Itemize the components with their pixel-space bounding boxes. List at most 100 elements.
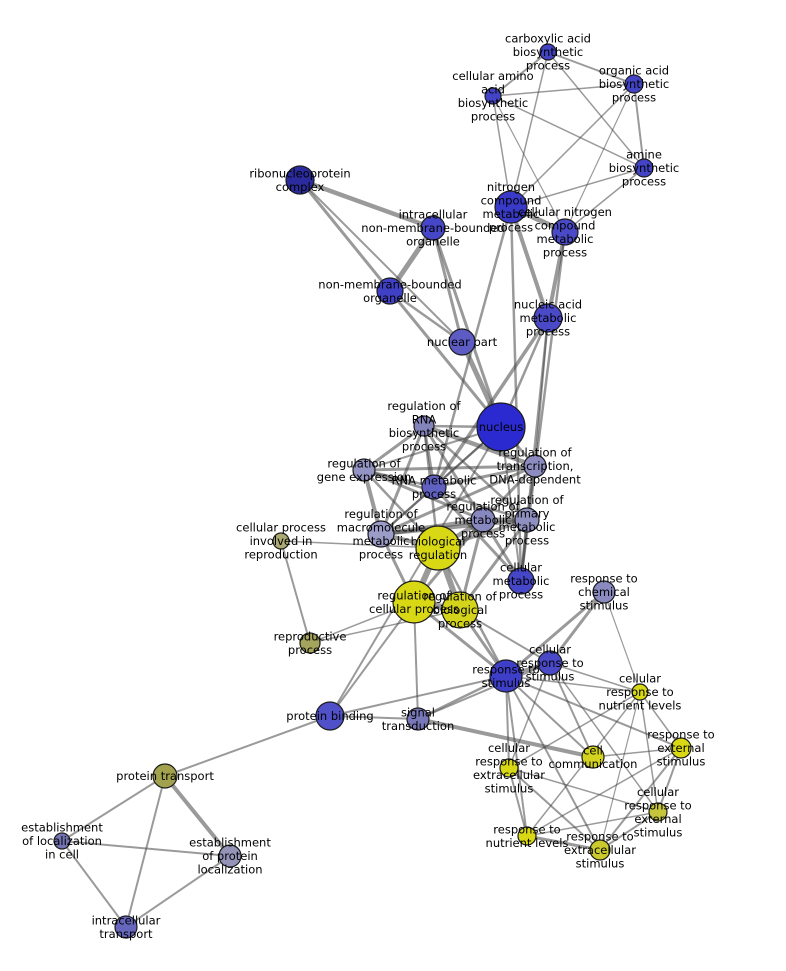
graph-node-rna-metabolic[interactable] (421, 474, 447, 500)
graph-node-protein-binding[interactable] (315, 701, 345, 731)
graph-edge-carboxylic-acid-biosynthetic--organic-acid-biosynthetic (547, 51, 635, 85)
graph-edge-nmb-organelle--nuclear-part (388, 289, 464, 344)
graph-node-regulation-macromolecule-metabolic[interactable] (367, 520, 395, 548)
graph-node-nuclear-part[interactable] (448, 328, 476, 356)
graph-edge-regulation-rna-biosynthetic--regulation-primary-metabolic (422, 424, 529, 522)
graph-edge-response-stimulus--response-extracellular-stimulus (505, 675, 601, 851)
graph-node-regulation-biological-process[interactable] (441, 591, 479, 629)
graph-node-cellular-response-stimulus[interactable] (537, 650, 563, 676)
graph-node-nmb-organelle[interactable] (376, 277, 404, 305)
graph-edge-amine-biosynthetic--cellular-nitrogen-compound-metabolic (564, 167, 645, 233)
graph-node-regulation-rna-biosynthetic[interactable] (413, 415, 435, 437)
graph-node-response-stimulus[interactable] (489, 659, 523, 693)
graph-node-biological-regulation[interactable] (415, 525, 461, 571)
graph-node-ribonucleoprotein-complex[interactable] (285, 165, 315, 195)
graph-edge-response-nutrient-levels--cellular-response-external-stimulus (526, 811, 659, 837)
graph-node-nucleus[interactable] (476, 402, 526, 452)
graph-edge-response-stimulus--response-chemical-stimulus (504, 590, 606, 678)
graph-edge-cellular-response-stimulus--cellular-response-extracellular-stimulus (508, 662, 551, 769)
graph-node-cellular-response-nutrient-levels[interactable] (631, 683, 649, 701)
graph-node-carboxylic-acid-biosynthetic[interactable] (539, 43, 557, 61)
graph-edge-response-external-stimulus--response-nutrient-levels (526, 747, 682, 837)
graph-edge-cellular-amino-acid-biosynthetic--nitrogen-compound-metabolic (492, 95, 512, 208)
graph-edge-intracellular-nmb-organelle--nuclear-part (431, 226, 464, 344)
graph-node-amine-biosynthetic[interactable] (634, 158, 654, 178)
graph-edge-protein-transport--intracellular-transport (125, 775, 166, 928)
graph-edge-cellular-process-reproduction--reproductive-process (280, 540, 311, 644)
graph-edge-nmb-organelle--nucleus (388, 289, 503, 429)
graph-edge-response-nutrient-levels--response-extracellular-stimulus (525, 834, 602, 852)
graph-edge-cellular-amino-acid-biosynthetic--amine-biosynthetic (492, 95, 645, 169)
graph-node-signal-transduction[interactable] (406, 707, 430, 731)
graph-edge-cellular-response-stimulus--response-chemical-stimulus (548, 590, 606, 665)
graph-edge-protein-binding--protein-transport (164, 715, 331, 777)
graph-node-nitrogen-compound-metabolic[interactable] (494, 190, 528, 224)
graph-edge-nitrogen-compound-metabolic--nucleic-acid-metabolic (509, 205, 550, 320)
graph-node-response-external-stimulus[interactable] (670, 737, 692, 759)
graph-edge-intracellular-nmb-organelle--nucleus (431, 226, 503, 429)
graph-edge-response-chemical-stimulus--cellular-response-nutrient-levels (603, 591, 641, 693)
graph-edge-cellular-response-stimulus--signal-transduction (417, 662, 551, 720)
graph-edge-carboxylic-acid-biosynthetic--nitrogen-compound-metabolic (510, 51, 549, 208)
graph-edge-cellular-amino-acid-biosynthetic--cellular-nitrogen-compound-metabolic (492, 95, 566, 233)
graph-edge-response-external-stimulus--cellular-response-external-stimulus (657, 747, 682, 813)
graph-node-regulation-metabolic[interactable] (470, 507, 496, 533)
graph-node-response-chemical-stimulus[interactable] (592, 580, 616, 604)
graph-node-intracellular-nmb-organelle[interactable] (420, 215, 446, 241)
graph-edge-cellular-response-extracellular-stimulus--cellular-response-external-stimulus (508, 767, 659, 813)
graph-edge-protein-transport--establishment-localization-in-cell (61, 775, 166, 842)
graph-edge-cellular-process-reproduction--biological-regulation (280, 540, 439, 549)
graph-node-establishment-protein-localization[interactable] (218, 844, 242, 868)
graph-node-regulation-gene-expression[interactable] (352, 458, 376, 482)
graph-edge-regulation-rna-biosynthetic--regulation-transcription-dna (421, 423, 538, 469)
graph-edge-cellular-amino-acid-biosynthetic--organic-acid-biosynthetic (492, 83, 635, 97)
graph-node-cellular-metabolic[interactable] (507, 567, 535, 595)
graph-edge-protein-binding--nucleus (329, 426, 502, 717)
graph-edge-response-stimulus--response-nutrient-levels (505, 675, 528, 837)
graph-edge-cellular-response-extracellular-stimulus--response-nutrient-levels (508, 767, 528, 837)
graph-node-regulation-cellular-process[interactable] (392, 580, 436, 624)
graph-node-intracellular-transport[interactable] (114, 915, 138, 939)
graph-node-cellular-nitrogen-compound-metabolic[interactable] (551, 218, 579, 246)
graph-node-regulation-primary-metabolic[interactable] (514, 507, 540, 533)
graph-node-response-nutrient-levels[interactable] (517, 826, 537, 846)
graph-edge-cellular-response-stimulus--cell-communication (549, 662, 594, 758)
graph-node-cellular-amino-acid-biosynthetic[interactable] (484, 87, 502, 105)
graph-node-cellular-response-external-stimulus[interactable] (648, 802, 668, 822)
graph-node-cell-communication[interactable] (581, 745, 605, 769)
graph-node-reproductive-process[interactable] (299, 632, 321, 654)
graph-node-cellular-process-reproduction[interactable] (272, 532, 290, 550)
graph-edge-nucleic-acid-metabolic--regulation-transcription-dna (534, 317, 549, 467)
graph-node-regulation-transcription-dna[interactable] (523, 454, 547, 478)
graph-edge-protein-binding--signal-transduction (329, 715, 419, 720)
graph-edge-response-extracellular-stimulus--cellular-response-external-stimulus (599, 811, 659, 851)
graph-edge-response-stimulus--cell-communication (505, 675, 594, 758)
graph-node-nucleic-acid-metabolic[interactable] (533, 303, 563, 333)
graph-edge-cellular-response-nutrient-levels--response-external-stimulus (639, 691, 682, 749)
graph-node-organic-acid-biosynthetic[interactable] (624, 74, 644, 94)
graph-edge-organic-acid-biosynthetic--amine-biosynthetic (633, 83, 645, 169)
graph-edge-ribonucleoprotein-complex--intracellular-nmb-organelle (297, 177, 436, 231)
graph-node-response-extracellular-stimulus[interactable] (589, 839, 611, 861)
graph-edge-carboxylic-acid-biosynthetic--amine-biosynthetic (547, 51, 645, 169)
graph-edge-response-stimulus--response-external-stimulus (505, 675, 682, 749)
graph-edge-response-external-stimulus--cell-communication (592, 747, 682, 758)
graph-edge-organic-acid-biosynthetic--nitrogen-compound-metabolic (510, 83, 635, 208)
graph-edge-cellular-response-nutrient-levels--response-nutrient-levels (526, 691, 641, 837)
graph-node-cellular-response-extracellular-stimulus[interactable] (499, 758, 519, 778)
graph-edge-reproductive-process--regulation-biological-process (309, 609, 461, 644)
graph-edge-cellular-response-extracellular-stimulus--response-extracellular-stimulus (508, 767, 601, 851)
graph-edge-response-external-stimulus--response-extracellular-stimulus (599, 747, 682, 851)
graph-edge-cell-communication--signal-transduction (416, 717, 595, 759)
graph-edge-nucleic-acid-metabolic--rna-metabolic (432, 316, 550, 489)
graph-edge-amine-biosynthetic--nitrogen-compound-metabolic (510, 167, 645, 208)
graph-edge-protein-binding--regulation-cellular-process (329, 601, 415, 717)
graph-node-protein-transport[interactable] (152, 763, 178, 789)
graph-node-establishment-localization-in-cell[interactable] (53, 832, 71, 850)
graph-edge-regulation-rna-biosynthetic--regulation-gene-expression (362, 424, 426, 472)
graph-edge-establishment-localization-in-cell--establishment-protein-localization (61, 840, 231, 857)
graph-edge-ribonucleoprotein-complex--nmb-organelle (298, 178, 392, 293)
graph-edge-ribonucleoprotein-complex--nuclear-part (299, 179, 463, 343)
